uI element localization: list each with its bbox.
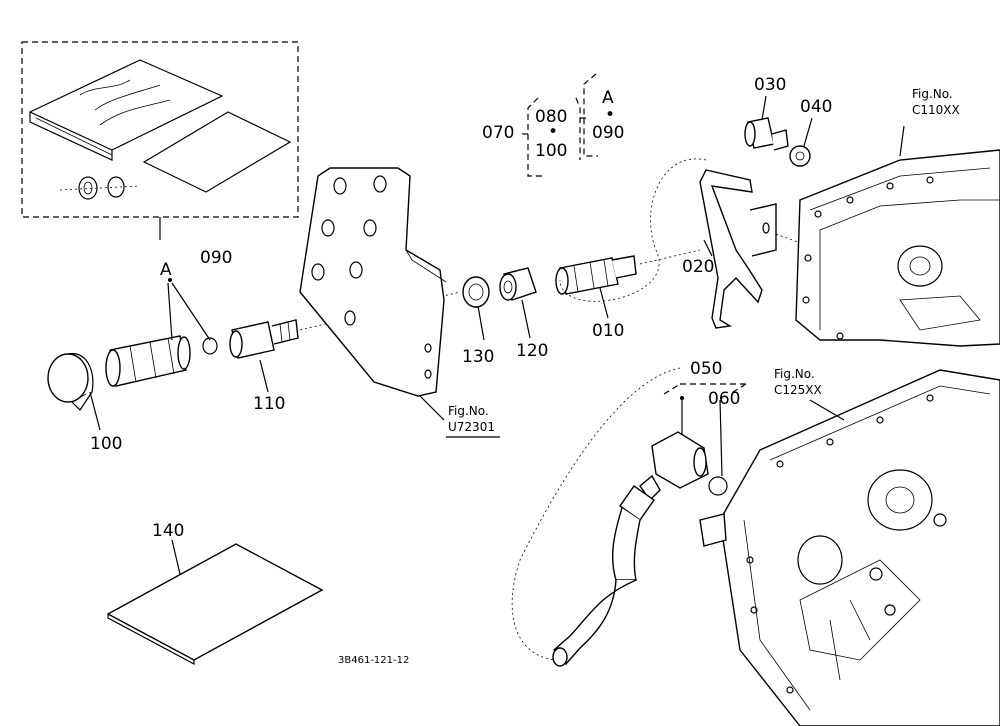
callout-130: 130 [462, 347, 494, 367]
support-bracket [699, 95, 831, 329]
drawing-code: 3B461-121-12 [338, 655, 409, 666]
coupler-assembly [47, 278, 461, 431]
fig-u723-label: Fig.No. [448, 404, 489, 418]
callout-120: 120 [516, 341, 548, 361]
callout-140: 140 [152, 521, 184, 541]
fig-c125-label: Fig.No. [774, 367, 815, 381]
bracket-plate [299, 167, 447, 421]
callout-040: 040 [800, 97, 832, 117]
callout-030: 030 [754, 75, 786, 95]
kit-090-box [21, 41, 299, 240]
callout-020: 020 [682, 257, 714, 277]
callout-050: 050 [690, 359, 722, 379]
callout-080: 080 [535, 107, 567, 127]
callout-090-group: 090 [592, 123, 624, 143]
callout-110: 110 [253, 394, 285, 414]
group-dot-1: • [548, 122, 558, 142]
elbow-and-hose [552, 383, 747, 667]
group-dot-2: • [605, 105, 615, 125]
callout-060: 060 [708, 389, 740, 409]
callout-a-left: A [160, 260, 172, 280]
callout-070: 070 [482, 123, 514, 143]
callout-010: 010 [592, 321, 624, 341]
housing-c110 [795, 125, 1000, 347]
group-brackets [522, 73, 598, 177]
callout-090-kit: 090 [200, 248, 232, 268]
fig-c110-code: C110XX [912, 103, 960, 117]
housing-c125 [699, 369, 1000, 726]
manual-140 [106, 539, 324, 666]
fig-c110-label: Fig.No. [912, 87, 953, 101]
callout-a-group: A [602, 88, 614, 108]
callout-100-group: 100 [535, 141, 567, 161]
fig-c125-code: C125XX [774, 383, 822, 397]
fig-u723-code: U72301 [448, 420, 495, 434]
fitting-parts [462, 249, 701, 341]
callout-100-cap: 100 [90, 434, 122, 454]
